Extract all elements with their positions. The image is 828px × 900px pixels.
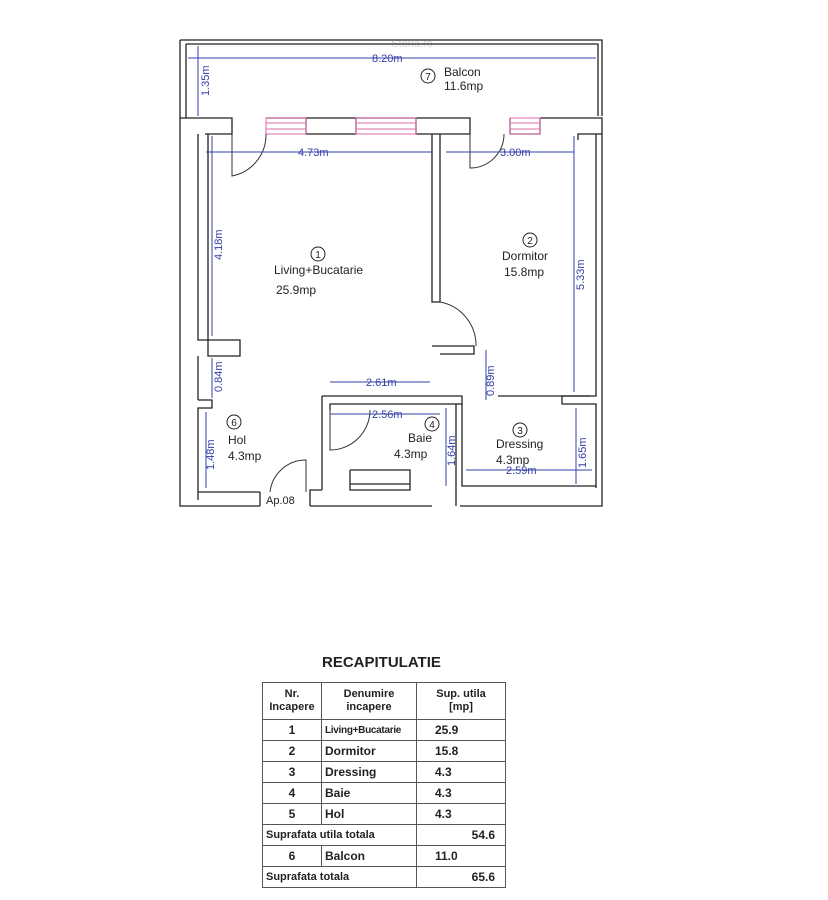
room-area-dressing: 4.3mp — [496, 453, 530, 467]
recap-title: RECAPITULATIE — [322, 654, 441, 671]
table-row: 6 Balcon 11.0 — [262, 845, 506, 867]
subtotal-row: Suprafata utila totala 54.6 — [262, 824, 506, 846]
room-labels: 7 Balcon 11.6mp 1 Living+Bucatarie 25.9m… — [226, 65, 548, 467]
row-name: Hol — [321, 803, 417, 825]
row-nr: 4 — [262, 782, 322, 804]
subtotal-label: Suprafata utila totala — [262, 824, 417, 846]
header-nr: Nr. Incapere — [262, 682, 322, 720]
door-swings — [231, 133, 505, 493]
table-row: 3 Dressing 4.3 — [262, 761, 506, 783]
row-nr: 5 — [262, 803, 322, 825]
total-row: Suprafata totala 65.6 — [262, 866, 506, 888]
header-name-line1: Denumire — [343, 688, 395, 700]
apartment-label: Ap.08 — [266, 495, 295, 507]
dim-hol-height: 1.48m — [205, 439, 217, 470]
room-area-hol: 4.3mp — [228, 449, 262, 463]
row-name: Dormitor — [321, 740, 417, 762]
dimension-lines — [188, 46, 596, 488]
header-area-line1: Sup. utila — [436, 688, 486, 700]
row-area: 4.3 — [416, 782, 506, 804]
room-name-baie: Baie — [408, 431, 432, 445]
table-row: 2 Dormitor 15.8 — [262, 740, 506, 762]
room-name-balcon: Balcon — [444, 65, 481, 79]
row-nr: 2 — [262, 740, 322, 762]
row-name: Baie — [321, 782, 417, 804]
row-nr: 1 — [262, 719, 322, 741]
dim-balcon-depth: 1.35m — [200, 65, 212, 96]
header-area: Sup. utila [mp] — [416, 682, 506, 720]
dim-hol-passage: 0.84m — [213, 361, 225, 392]
row-name: Balcon — [321, 845, 417, 867]
dim-living-height: 4.18m — [213, 229, 225, 260]
row-area: 15.8 — [416, 740, 506, 762]
dim-baie-width: 2.56m — [372, 409, 403, 421]
total-label: Suprafata totala — [262, 866, 417, 888]
row-area: 11.0 — [416, 845, 506, 867]
row-name: Dressing — [321, 761, 417, 783]
room-area-balcon: 11.6mp — [444, 79, 483, 93]
recap-table: Nr. Incapere Denumire incapere Sup. util… — [262, 682, 506, 888]
subtotal-value: 54.6 — [416, 824, 506, 846]
total-value: 65.6 — [416, 866, 506, 888]
room-number-balcon: 7 — [425, 72, 431, 83]
dim-dressing-door: 0.89m — [485, 365, 497, 396]
walls — [179, 39, 603, 507]
table-row: 1 Living+Bucatarie 25.9 — [262, 719, 506, 741]
room-name-hol: Hol — [228, 433, 246, 447]
header-name-line2: incapere — [346, 701, 392, 713]
room-name-dormitor: Dormitor — [502, 249, 548, 263]
dim-corridor-width: 2.61m — [366, 377, 397, 389]
dim-balcon-width: 8.20m — [372, 53, 403, 65]
room-name-living: Living+Bucatarie — [274, 263, 363, 277]
dimension-labels: 8.20m 1.35m 4.73m 3.00m 4.18m 5.33m 0.84… — [200, 53, 589, 477]
table-row: 4 Baie 4.3 — [262, 782, 506, 804]
header-area-line2: [mp] — [449, 701, 473, 713]
dim-dressing-width: 2.59m — [506, 465, 537, 477]
dim-living-width: 4.73m — [298, 147, 329, 159]
row-area: 4.3 — [416, 803, 506, 825]
dim-baie-height: 1.64m — [446, 435, 458, 466]
header-nr-line1: Nr. — [284, 688, 300, 700]
dim-dressing-height: 1.65m — [577, 437, 589, 468]
room-area-living: 25.9mp — [276, 283, 316, 297]
header-name: Denumire incapere — [321, 682, 417, 720]
room-number-baie: 4 — [429, 420, 435, 431]
row-nr: 6 — [262, 845, 322, 867]
room-number-dressing: 3 — [517, 426, 523, 437]
recap-header-row: Nr. Incapere Denumire incapere Sup. util… — [262, 682, 506, 720]
room-area-baie: 4.3mp — [394, 447, 428, 461]
room-number-living: 1 — [315, 250, 321, 261]
table-row: 5 Hol 4.3 — [262, 803, 506, 825]
windows — [265, 117, 541, 135]
floor-plan: Storia.ro — [179, 38, 603, 507]
dim-dormitor-height: 5.33m — [575, 259, 587, 290]
row-area: 25.9 — [416, 719, 506, 741]
row-nr: 3 — [262, 761, 322, 783]
room-number-dormitor: 2 — [527, 236, 533, 247]
room-area-dormitor: 15.8mp — [504, 265, 544, 279]
row-name: Living+Bucatarie — [321, 719, 417, 741]
room-name-dressing: Dressing — [496, 437, 543, 451]
header-nr-line2: Incapere — [269, 701, 315, 713]
row-area: 4.3 — [416, 761, 506, 783]
room-number-hol: 6 — [231, 418, 237, 429]
dim-dormitor-width: 3.00m — [500, 147, 531, 159]
